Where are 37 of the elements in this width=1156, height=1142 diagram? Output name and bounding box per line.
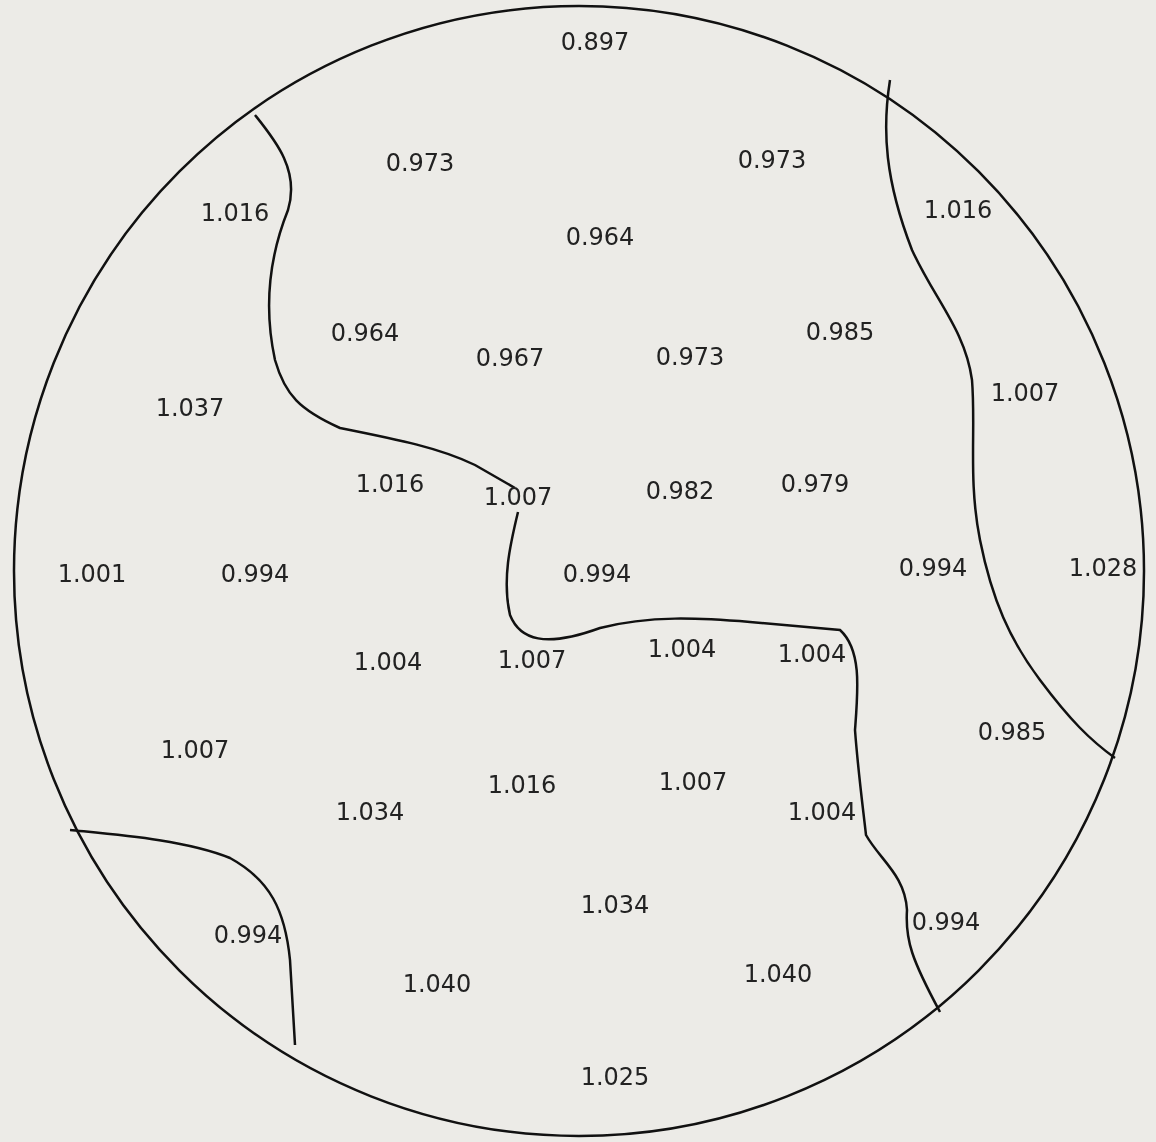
value-label: 0.897: [560, 30, 630, 54]
value-label: 0.973: [655, 345, 725, 369]
value-label: 1.004: [777, 642, 847, 666]
value-label: 0.964: [330, 321, 400, 345]
value-label: 0.985: [805, 320, 875, 344]
value-label: 0.985: [977, 720, 1047, 744]
value-label: 0.967: [475, 346, 545, 370]
value-label: 0.994: [898, 556, 968, 580]
value-label: 1.025: [580, 1065, 650, 1089]
value-label: 0.994: [220, 562, 290, 586]
value-label: 1.004: [647, 637, 717, 661]
value-label: 1.007: [160, 738, 230, 762]
value-label: 1.007: [483, 485, 553, 509]
value-label: 1.028: [1068, 556, 1138, 580]
value-label: 0.964: [565, 225, 635, 249]
value-label: 0.973: [737, 148, 807, 172]
value-label: 1.037: [155, 396, 225, 420]
value-label: 0.982: [645, 479, 715, 503]
value-label: 1.034: [335, 800, 405, 824]
value-label: 1.040: [402, 972, 472, 996]
value-label: 1.001: [57, 562, 127, 586]
value-label: 1.016: [923, 198, 993, 222]
value-label: 0.973: [385, 151, 455, 175]
value-label: 1.007: [497, 648, 567, 672]
value-label: 1.016: [355, 472, 425, 496]
value-label: 1.004: [787, 800, 857, 824]
value-label: 1.007: [658, 770, 728, 794]
value-label: 1.004: [353, 650, 423, 674]
value-label: 1.034: [580, 893, 650, 917]
value-label: 1.016: [200, 201, 270, 225]
value-label: 0.979: [780, 472, 850, 496]
value-label: 1.007: [990, 381, 1060, 405]
value-label: 1.040: [743, 962, 813, 986]
value-label: 0.994: [213, 923, 283, 947]
value-label: 0.994: [562, 562, 632, 586]
value-label: 0.994: [911, 910, 981, 934]
value-label: 1.016: [487, 773, 557, 797]
